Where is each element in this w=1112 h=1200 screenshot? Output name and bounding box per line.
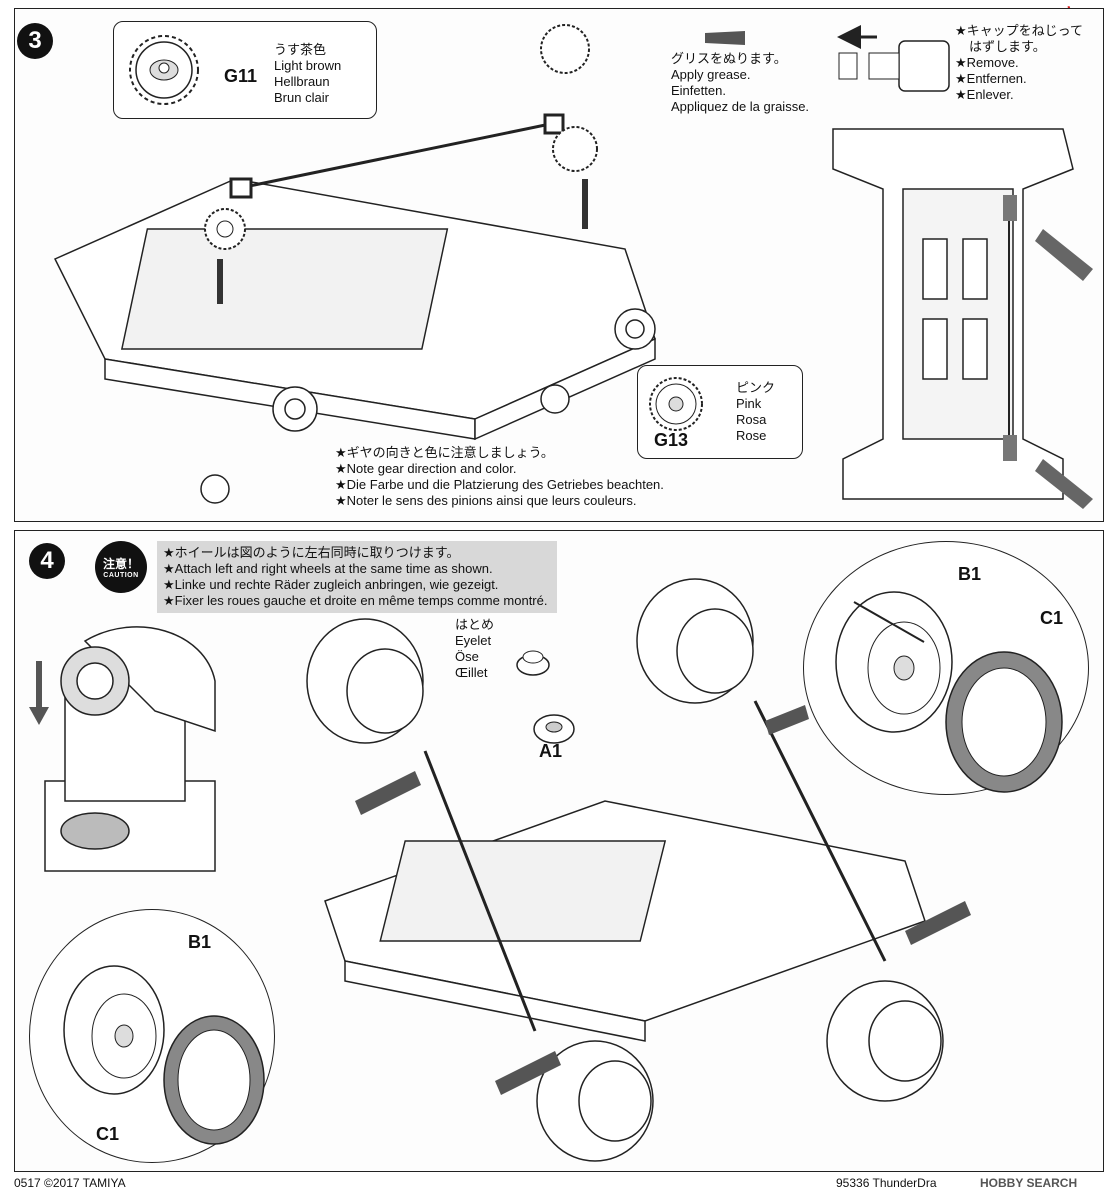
gear-icon xyxy=(204,24,598,250)
wheel-detail-left: B1 C1 xyxy=(29,909,275,1163)
a1-label-top: A1 xyxy=(539,741,563,761)
wheel-note-fr: ★Fixer les roues gauche et droite en mêm… xyxy=(163,593,548,608)
g13-code: G13 xyxy=(654,430,689,450)
wheel-assembly-illustration xyxy=(306,578,971,1162)
grease-cap-icon xyxy=(837,25,950,92)
eyelet-de: Öse xyxy=(455,649,479,664)
footer-copyright: 0517 ©2017 TAMIYA xyxy=(14,1176,126,1190)
grease-fr: Appliquez de la graisse. xyxy=(671,99,810,114)
g13-de: Rosa xyxy=(736,412,767,427)
g11-code: G11 xyxy=(224,66,258,86)
g13-ja: ピンク xyxy=(736,380,776,395)
g13-fr: Rose xyxy=(736,428,767,443)
eyelet-ja: はとめ xyxy=(455,617,495,632)
wheel-note-en: ★Attach left and right wheels at the sam… xyxy=(163,561,493,576)
grease-ja: グリスをぬります。 xyxy=(671,51,787,66)
footer-model: 95336 ThunderDra xyxy=(836,1176,937,1190)
g11-ja: うす茶色 xyxy=(274,42,327,57)
grease-en: Apply grease. xyxy=(671,67,751,82)
gear-note-en: ★Note gear direction and color. xyxy=(335,461,517,476)
cap-note: ★キャップをねじって はずします。 ★Remove. ★Entfernen. ★… xyxy=(955,23,1083,103)
a1-bearing-icon-top xyxy=(533,714,575,744)
b1-label-right: B1 xyxy=(958,564,982,584)
step3-panel: 3 G11 うす茶色 Light brown Hellbraun Brun cl… xyxy=(14,8,1104,522)
cap-ja1: ★キャップをねじって xyxy=(955,23,1084,38)
c1-label-left: C1 xyxy=(96,1124,120,1144)
gear-note-ja: ★ギヤの向きと色に注意しましょう。 xyxy=(335,445,554,460)
g13-colors: ピンク Pink Rosa Rose xyxy=(736,380,775,444)
gear-icon xyxy=(649,377,703,431)
step3-number: 3 xyxy=(17,23,53,59)
g13-part-box: G13 ピンク Pink Rosa Rose xyxy=(637,365,803,459)
wheel-rim-icon xyxy=(835,591,1063,793)
gear-icon xyxy=(129,35,199,105)
caution-ja: 注意！ xyxy=(102,557,139,571)
cap-en: ★Remove. xyxy=(955,55,1019,70)
eyelet-label: はとめ Eyelet Öse Œillet xyxy=(455,617,494,681)
grease-note: グリスをぬります。 Apply grease. Einfetten. Appli… xyxy=(671,51,809,115)
cap-ja2: はずします。 xyxy=(969,39,1046,54)
caution-en: CAUTION xyxy=(103,572,139,579)
footer-watermark: HOBBY SEARCH xyxy=(980,1176,1078,1190)
b1-label-left: B1 xyxy=(188,932,212,952)
caution-badge: 注意！ CAUTION xyxy=(95,541,147,593)
wheel-note: ★ホイールは図のように左右同時に取りつけます。 ★Attach left and… xyxy=(157,541,558,613)
grease-tube-icon xyxy=(705,31,745,45)
wheel-icon xyxy=(306,578,944,1162)
g11-colors: うす茶色 Light brown Hellbraun Brun clair xyxy=(274,42,341,106)
wheel-note-ja: ★ホイールは図のように左右同時に取りつけます。 xyxy=(163,545,460,560)
chassis-topview xyxy=(832,128,1093,509)
eyelet-icon xyxy=(516,650,550,676)
wheel-detail-right: B1 C1 xyxy=(803,541,1089,795)
eyelet-fr: Œillet xyxy=(455,665,488,680)
g13-en: Pink xyxy=(736,396,762,411)
chassis-illustration xyxy=(53,24,656,504)
g11-part-box: G11 うす茶色 Light brown Hellbraun Brun clai… xyxy=(113,21,377,119)
gear-note: ★ギヤの向きと色に注意しましょう。 ★Note gear direction a… xyxy=(335,445,664,509)
wheel-rim-icon xyxy=(63,965,265,1145)
g11-fr: Brun clair xyxy=(274,90,329,105)
step4-number: 4 xyxy=(29,543,65,579)
cap-de: ★Entfernen. xyxy=(955,71,1027,86)
grease-de: Einfetten. xyxy=(671,83,726,98)
c1-label-right: C1 xyxy=(1040,608,1064,628)
cap-fr: ★Enlever. xyxy=(955,87,1014,102)
gear-note-de: ★Die Farbe und die Platzierung des Getri… xyxy=(335,477,664,492)
g11-en: Light brown xyxy=(274,58,342,73)
hand-pressing-wheels-illustration xyxy=(29,626,216,872)
eyelet-en: Eyelet xyxy=(455,633,492,648)
gear-note-fr: ★Noter le sens des pinions ainsi que leu… xyxy=(335,493,637,508)
wheel-note-de: ★Linke und rechte Räder zugleich anbring… xyxy=(163,577,499,592)
g11-de: Hellbraun xyxy=(274,74,330,89)
step4-panel: 4 注意！ CAUTION ★ホイールは図のように左右同時に取りつけます。 ★A… xyxy=(14,530,1104,1172)
